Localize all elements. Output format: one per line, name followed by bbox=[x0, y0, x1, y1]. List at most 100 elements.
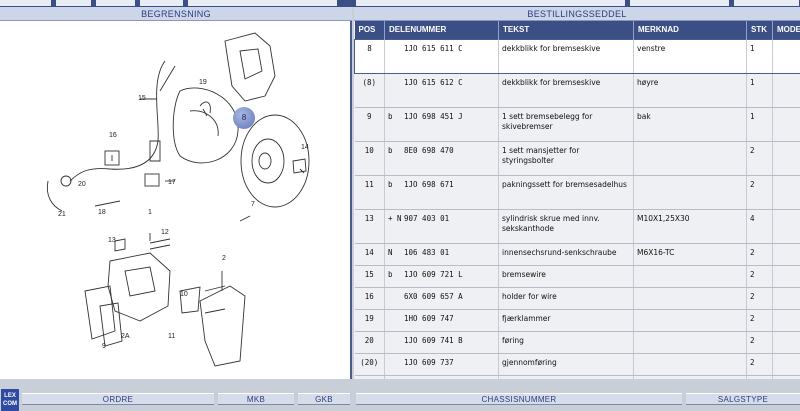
cell-note: venstre bbox=[633, 38, 747, 74]
toolbar-cell[interactable] bbox=[96, 0, 136, 6]
column-header-part-number[interactable]: DELENUMMER bbox=[384, 21, 499, 39]
toolbar-cell[interactable] bbox=[56, 0, 92, 6]
sales-type-button[interactable]: SALGSTYPE bbox=[686, 393, 800, 405]
cell-pos: 8 bbox=[354, 38, 385, 74]
column-header-text[interactable]: TEKST bbox=[498, 21, 634, 39]
toolbar-cell[interactable] bbox=[734, 0, 800, 6]
column-header-model[interactable]: MODE bbox=[772, 21, 800, 39]
cell-pos: (8) bbox=[354, 73, 385, 108]
chassis-number-button[interactable]: CHASSISNUMMER bbox=[356, 393, 682, 405]
diagram-label[interactable]: 11 bbox=[168, 333, 176, 340]
diagram-label[interactable]: 7 bbox=[251, 201, 255, 208]
flag-marker: N bbox=[388, 247, 393, 257]
cell-note bbox=[633, 375, 747, 379]
diagram-label[interactable]: 2 bbox=[222, 255, 226, 262]
cell-qty: 1 bbox=[746, 73, 773, 108]
selected-position-callout[interactable]: 8 bbox=[233, 107, 255, 129]
toolbar-cell[interactable] bbox=[140, 0, 184, 6]
diagram-label[interactable]: 20 bbox=[78, 181, 86, 188]
cell-pos: 19 bbox=[354, 309, 385, 332]
toolbar-cell[interactable] bbox=[356, 0, 626, 6]
cell-pos: 9 bbox=[354, 107, 385, 142]
cell-note: M10X1,25X30 bbox=[633, 209, 747, 244]
part-number: 1JO 609 721 L bbox=[404, 269, 463, 279]
cell-model bbox=[772, 331, 800, 354]
cell-text: holder for bremsewire bbox=[498, 375, 634, 379]
diagram-label[interactable]: 13 bbox=[108, 237, 116, 244]
cell-model bbox=[772, 309, 800, 332]
cell-note bbox=[633, 353, 747, 376]
diagram-label[interactable]: 15 bbox=[138, 95, 146, 102]
order-button[interactable]: ORDRE bbox=[22, 393, 214, 405]
cell-qty: 2 bbox=[746, 265, 773, 288]
cell-qty: 2 bbox=[746, 287, 773, 310]
diagram-label[interactable]: 1 bbox=[148, 209, 152, 216]
exploded-parts-diagram[interactable]: 19 15 16 14 20 17 21 18 7 1 2 13 12 2A 9… bbox=[0, 21, 352, 379]
toolbar-cell[interactable] bbox=[0, 0, 52, 6]
cell-part-number: 1JO 615 612 C bbox=[384, 73, 499, 108]
top-toolbar-strip bbox=[0, 0, 800, 7]
diagram-label[interactable]: 2A bbox=[121, 333, 130, 340]
diagram-label[interactable]: 9 bbox=[102, 343, 106, 350]
cell-pos: 10 bbox=[354, 141, 385, 176]
cell-text: fjærklammer bbox=[498, 309, 634, 332]
column-header-note[interactable]: MERKNAD bbox=[633, 21, 747, 39]
diagram-label[interactable]: 19 bbox=[199, 79, 207, 86]
diagram-label[interactable]: 14 bbox=[301, 144, 309, 151]
flag-marker: + N bbox=[388, 213, 402, 223]
cell-part-number: 6X0 609 657 A bbox=[384, 287, 499, 310]
column-header-qty[interactable]: STK bbox=[746, 21, 773, 39]
diagram-label[interactable]: 16 bbox=[109, 132, 117, 139]
cell-model bbox=[772, 73, 800, 108]
cell-note: bak bbox=[633, 107, 747, 142]
mkb-button[interactable]: MKB bbox=[218, 393, 294, 405]
cell-part-number: N 106 483 01 bbox=[384, 243, 499, 266]
diagram-label[interactable]: 17 bbox=[168, 179, 176, 186]
cell-pos: 20 bbox=[354, 331, 385, 354]
cell-pos: 13 bbox=[354, 209, 385, 244]
diagram-label[interactable]: 12 bbox=[161, 229, 169, 236]
cell-note bbox=[633, 141, 747, 176]
cell-qty: 2 bbox=[746, 375, 773, 379]
cell-qty: 1 bbox=[746, 107, 773, 142]
cell-model bbox=[772, 265, 800, 288]
cell-part-number: 1JO 609 737 bbox=[384, 353, 499, 376]
cell-part-number: 1JO 609 741 B bbox=[384, 331, 499, 354]
cell-note: M6X16-TC bbox=[633, 243, 747, 266]
cell-text: 1 sett bremsebelegg for skivebremser bbox=[498, 107, 634, 142]
diagram-label[interactable]: 10 bbox=[180, 291, 188, 298]
diagram-label[interactable]: 18 bbox=[98, 209, 106, 216]
toolbar-cell[interactable] bbox=[630, 0, 730, 6]
gkb-button[interactable]: GKB bbox=[298, 393, 350, 405]
part-number: 1JO 615 611 C bbox=[404, 43, 463, 53]
cell-model bbox=[772, 175, 800, 210]
cell-pos: 14 bbox=[354, 243, 385, 266]
column-header-pos[interactable]: POS bbox=[354, 21, 385, 39]
diagram-panel-title: BEGRENSNING bbox=[0, 7, 352, 21]
part-number: 106 483 01 bbox=[404, 247, 450, 257]
diagram-label[interactable]: 21 bbox=[58, 211, 66, 218]
part-number: 8E0 698 470 bbox=[404, 145, 454, 155]
cell-model bbox=[772, 38, 800, 74]
part-number: 1JO 609 741 B bbox=[404, 335, 463, 345]
cell-pos: 11 bbox=[354, 175, 385, 210]
toolbar-cell[interactable] bbox=[188, 0, 338, 6]
